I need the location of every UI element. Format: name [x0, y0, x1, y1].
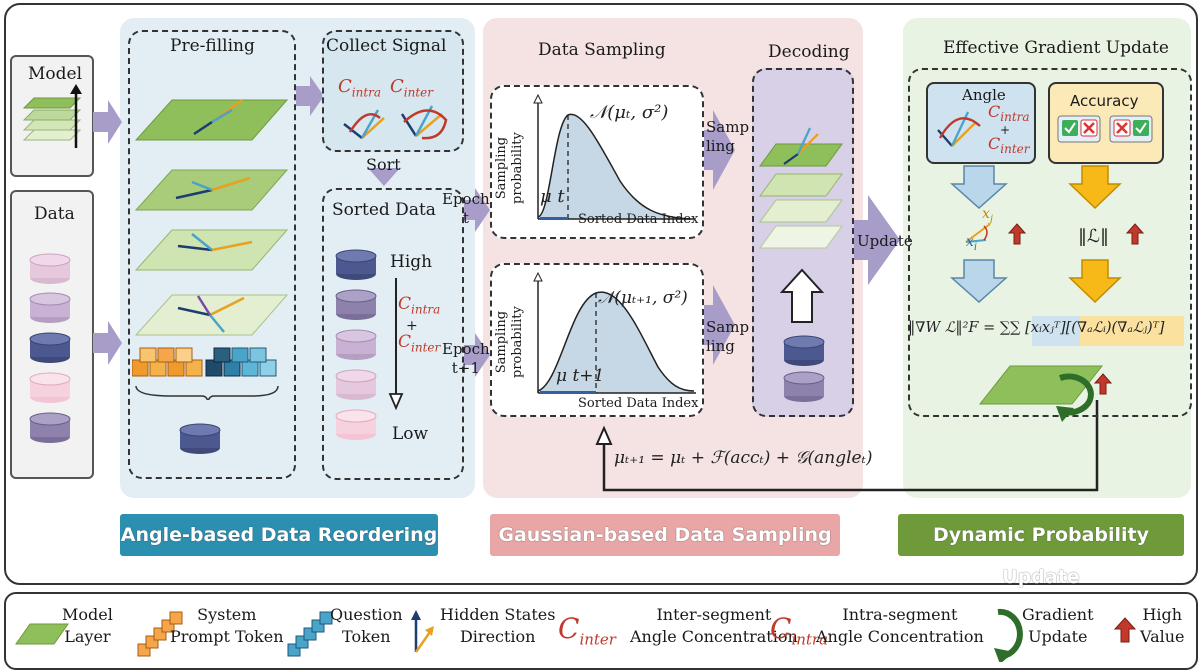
gradient-update-box	[908, 68, 1192, 417]
dist-bottom-mu: μ t+1	[556, 366, 605, 386]
high-label: High	[390, 252, 433, 272]
high-value-icon	[1008, 223, 1026, 245]
formula-highlight-blue	[1032, 316, 1080, 346]
prefill-box	[128, 30, 296, 479]
sorted-c-intra: Cintra	[398, 294, 441, 317]
sorted-data-box	[322, 188, 464, 480]
reordering-banner: Angle-based Data Reordering	[120, 514, 438, 556]
dist-bottom-formula: 𝒩(μₜ₊₁, σ²)	[598, 288, 688, 308]
gradient-layer-icon	[978, 365, 1104, 422]
legend-c-inter: Cinter	[558, 612, 616, 649]
collect-c-inter: Cinter	[390, 76, 434, 100]
decoding-layers	[759, 127, 843, 249]
update-flow-arrows	[950, 165, 1122, 304]
sorted-cylinders	[335, 249, 377, 440]
sampling-label-bottom: Samp ling	[706, 318, 750, 355]
dist-top-yaxis: Sampling probability	[494, 132, 525, 204]
legend-c-intra: Cintra	[770, 612, 829, 649]
angle-box	[926, 82, 1036, 164]
legend-high-value-icon	[1114, 617, 1136, 643]
legend-question: Question Token	[330, 605, 403, 646]
formula-highlight-yellow	[1080, 316, 1184, 346]
dist-top-formula: 𝒩(μₜ, σ²)	[590, 102, 669, 123]
gradient-update-title: Effective Gradient Update	[943, 38, 1169, 58]
accuracy-checks-icon	[1057, 115, 1153, 143]
model-stack-icon	[22, 84, 82, 148]
legend-system-prompt: System Prompt Token	[170, 605, 284, 646]
angle-c-intra: Cintra	[988, 102, 1030, 125]
legend-model-layer-icon	[15, 623, 69, 645]
legend-question-token-icon	[287, 611, 333, 657]
legend-intra-desc: Intra-segment Angle Concentration	[816, 605, 984, 646]
data-cylinders	[29, 253, 71, 443]
update-label: Update	[857, 232, 913, 250]
low-label: Low	[392, 424, 429, 444]
dist-bottom-yaxis: Sampling probability	[494, 306, 525, 378]
accuracy-label: Accuracy	[1070, 92, 1139, 110]
sampling-title: Data Sampling	[538, 40, 666, 60]
angle-icon	[937, 111, 981, 147]
legend-hidden-states-icon	[411, 610, 434, 653]
legend-inter-desc: Inter-segment Angle Concentration	[630, 605, 798, 646]
decoding-title: Decoding	[768, 42, 850, 62]
dist-bottom-plot	[533, 271, 696, 394]
sort-label: Sort	[366, 155, 401, 174]
legend-system-token-icon	[137, 611, 183, 657]
dist-top-plot	[533, 93, 694, 220]
high-value-icon-2	[1126, 223, 1144, 245]
loss-norm: ‖ℒ‖	[1078, 226, 1109, 247]
sorted-plus: +	[406, 318, 418, 334]
high-value-icon-3	[1094, 373, 1112, 395]
angle-label: Angle	[962, 86, 1006, 104]
prefill-title: Pre-filling	[170, 36, 255, 56]
collect-title: Collect Signal	[326, 36, 447, 56]
collect-arrows-icon	[343, 105, 448, 140]
legend-gradient-icon	[994, 608, 1023, 662]
xj-label: xj	[982, 206, 994, 225]
epoch-t1-label: Epoch t+1	[442, 340, 490, 377]
legend-high-value: High Value	[1140, 605, 1185, 646]
angle-c-inter: Cinter	[988, 134, 1030, 157]
gradient-norm-formula: ‖∇W ℒ‖²F = ∑∑ [xᵢxⱼᵀ][(∇ₐℒᵢ)(∇ₐℒⱼ)ᵀ]	[908, 320, 1165, 336]
dist-top-mu: μ t	[540, 186, 565, 207]
decoding-cylinders	[783, 335, 825, 402]
prefill-layers	[132, 98, 289, 400]
sampling-label-top: Samp ling	[706, 118, 750, 155]
update-mu-formula: μₜ₊₁ = μₜ + ℱ(accₜ) + 𝒢(angleₜ)	[614, 448, 873, 468]
legend-model-layer: Model Layer	[62, 605, 113, 646]
angle-plus: +	[1000, 123, 1011, 137]
update-banner: Dynamic Probability Update	[898, 514, 1184, 588]
sampling-banner: Gaussian-based Data Sampling	[490, 514, 840, 556]
legend-gradient: Gradient Update	[1022, 605, 1094, 646]
dist-bottom-xaxis: Sorted Data Index	[578, 396, 699, 411]
sorted-c-inter: Cinter	[398, 332, 441, 355]
epoch-t-label: Epoch t	[442, 190, 490, 227]
prefill-data-cylinder	[179, 423, 221, 454]
legend-hidden-states: Hidden States Direction	[440, 605, 556, 646]
xi-xj-vectors-icon	[965, 223, 991, 243]
xi-label: xi	[966, 234, 978, 253]
data-label: Data	[34, 204, 75, 224]
model-label: Model	[28, 64, 83, 84]
decoding-up-arrow	[780, 268, 824, 323]
collect-c-intra: Cintra	[338, 76, 382, 100]
dist-top-xaxis: Sorted Data Index	[578, 212, 699, 227]
sorted-title: Sorted Data	[332, 200, 436, 220]
high-low-arrow	[388, 278, 404, 410]
